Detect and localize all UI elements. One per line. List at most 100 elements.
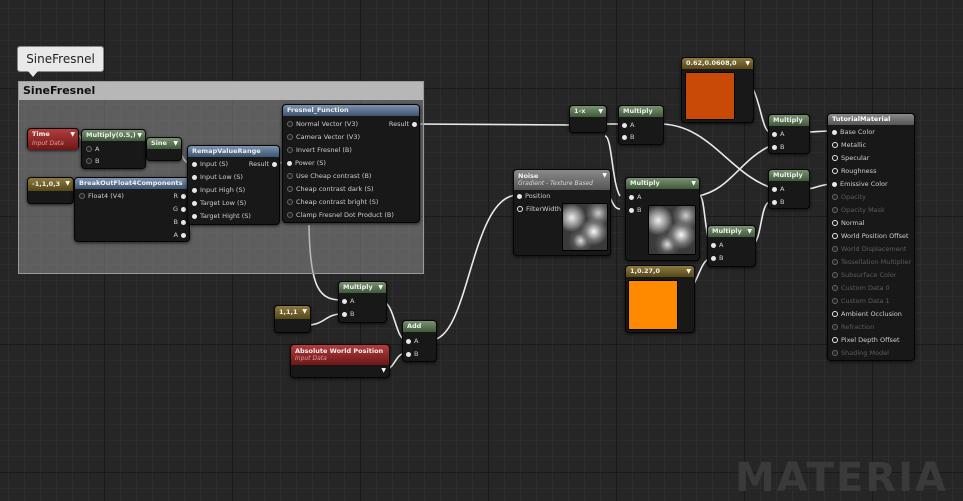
pin-clamp-fresnel[interactable]: Clamp Fresnel Dot Product (B) (287, 210, 394, 220)
pin-a[interactable]: A (711, 240, 723, 250)
collapse-chevron-icon[interactable]: ▼ (381, 367, 386, 374)
pin-b[interactable]: B (772, 142, 784, 152)
material-pin[interactable]: Ambient Occlusion (832, 309, 902, 319)
collapse-chevron-icon[interactable]: ▼ (745, 60, 750, 67)
collapse-chevron-icon[interactable]: ▼ (137, 132, 142, 139)
collapse-chevron-icon[interactable]: ▼ (747, 228, 752, 235)
material-pin[interactable]: Tessellation Multiplier (832, 257, 911, 267)
collapse-chevron-icon[interactable]: ▼ (598, 108, 603, 115)
pin-power[interactable]: Power (S) (287, 158, 326, 168)
pin-filter-width[interactable]: FilterWidth (517, 204, 561, 214)
material-pin[interactable]: Specular (832, 153, 869, 163)
pin-input[interactable]: Input (S) (192, 159, 228, 169)
pin-b[interactable]: B (772, 197, 784, 207)
material-pin[interactable]: Shading Model (832, 348, 889, 358)
pin-input-low[interactable]: Input Low (S) (192, 172, 243, 182)
material-pin[interactable]: Opacity Mask (832, 205, 885, 215)
constant3-node[interactable]: 1,1,1 ▼ (274, 305, 311, 333)
constant3-color-node-1[interactable]: 0.62,0.0608,0 ▼ (681, 57, 754, 123)
pin-b[interactable]: B (174, 217, 186, 227)
fresnel-title: Fresnel_Function (283, 105, 419, 116)
pin-dot-icon (287, 147, 293, 153)
pin-cheap-contrast-dark[interactable]: Cheap contrast dark (S) (287, 184, 374, 194)
pin-a[interactable]: A (406, 336, 418, 346)
pin-cheap-contrast-bright[interactable]: Cheap contrast bright (S) (287, 197, 378, 207)
time-node[interactable]: Time Input Data ▼ (27, 128, 79, 150)
pin-use-cheap-contrast[interactable]: Use Cheap contrast (B) (287, 171, 371, 181)
material-pin[interactable]: Base Color (832, 127, 875, 137)
constant4-node[interactable]: -1,1,0,3 ▼ (27, 177, 74, 204)
material-pin[interactable]: World Displacement (832, 244, 906, 254)
pin-camera-vector[interactable]: Camera Vector (V3) (287, 132, 360, 142)
material-pin[interactable]: Normal (832, 218, 865, 228)
sine-node[interactable]: Sine ▼ (146, 137, 182, 161)
material-pin-label: Pixel Depth Offset (841, 336, 900, 344)
pin-r[interactable]: R (173, 191, 186, 201)
pin-target-low[interactable]: Target Low (S) (192, 198, 246, 208)
material-pin[interactable]: Custom Data 0 (832, 283, 890, 293)
multiply-node-3[interactable]: Multiply A B (768, 169, 810, 209)
material-pin[interactable]: Pixel Depth Offset (832, 335, 900, 345)
pin-dot-icon (832, 194, 838, 200)
collapse-chevron-icon[interactable]: ▼ (686, 268, 691, 275)
pin-b[interactable]: B (711, 253, 723, 263)
fresnel-function-node[interactable]: Fresnel_Function Normal Vector (V3) Came… (282, 104, 420, 223)
material-pin[interactable]: World Position Offset (832, 231, 909, 241)
multiply-0.5-node[interactable]: Multiply(0.5,) ▼ A B (81, 129, 146, 169)
pin-a[interactable]: A (342, 296, 354, 306)
noise-node[interactable]: Noise Gradient - Texture Based ▼ Positio… (513, 169, 611, 256)
material-pin[interactable]: Roughness (832, 166, 876, 176)
pin-dot-icon (517, 193, 522, 199)
collapse-chevron-icon[interactable]: ▼ (70, 131, 75, 138)
material-pin-label: Roughness (841, 167, 877, 175)
collapse-chevron-icon[interactable]: ▼ (378, 284, 383, 291)
pin-dot-icon (832, 207, 838, 213)
pin-g[interactable]: G (173, 204, 186, 214)
pin-a[interactable]: A (629, 192, 641, 202)
material-pin[interactable]: Refraction (832, 322, 874, 332)
multiply-node-2[interactable]: Multiply A B (768, 114, 810, 154)
pin-result[interactable]: Result (389, 119, 417, 129)
material-pin[interactable]: Metallic (832, 140, 866, 150)
pin-target-high[interactable]: Target Hight (S) (192, 211, 251, 221)
pin-invert-fresnel[interactable]: Invert Fresnel (B) (287, 145, 352, 155)
time-node-title: Time (32, 130, 50, 138)
constant3-color-node-2[interactable]: 1,0.27,0 ▼ (625, 265, 695, 333)
pin-b[interactable]: B (86, 156, 99, 166)
collapse-chevron-icon[interactable]: ▼ (173, 140, 178, 147)
pin-input-high[interactable]: Input High (S) (192, 185, 245, 195)
pin-result[interactable]: Result (249, 159, 277, 169)
material-pin[interactable]: Opacity (832, 192, 866, 202)
pin-b[interactable]: B (629, 205, 641, 215)
material-pin[interactable]: Emissive Color (832, 179, 888, 189)
material-pin[interactable]: Subsurface Color (832, 270, 896, 280)
pin-position[interactable]: Position (517, 191, 550, 201)
multiply-node-4[interactable]: Multiply ▼ A B (625, 177, 700, 261)
pin-normal-vector[interactable]: Normal Vector (V3) (287, 119, 358, 129)
pin-b[interactable]: B (342, 309, 354, 319)
multiply-node-6[interactable]: Multiply ▼ A B (338, 281, 387, 323)
pin-a[interactable]: A (86, 144, 99, 154)
pin-a[interactable]: A (772, 129, 784, 139)
remap-value-range-node[interactable]: RemapValueRange Input (S) Input Low (S) … (187, 145, 280, 225)
pin-a[interactable]: A (174, 230, 186, 240)
absolute-world-position-node[interactable]: Absolute World Position Input Data ▼ (290, 344, 390, 378)
comment-title[interactable]: SineFresnel (19, 82, 423, 100)
multiply-node-5[interactable]: Multiply ▼ A B (707, 225, 756, 267)
material-pin[interactable]: Custom Data 1 (832, 296, 890, 306)
breakout-float4-node[interactable]: BreakOutFloat4Components Float4 (V4) R G… (74, 177, 190, 242)
pin-float4[interactable]: Float4 (V4) (79, 191, 124, 201)
pin-a[interactable]: A (772, 184, 784, 194)
multiply-node-1[interactable]: Multiply A B (618, 105, 664, 145)
pin-a[interactable]: A (622, 120, 634, 130)
collapse-chevron-icon[interactable]: ▼ (65, 180, 70, 187)
pin-b[interactable]: B (406, 349, 418, 359)
collapse-chevron-icon[interactable]: ▼ (602, 172, 607, 179)
one-minus-node[interactable]: 1-x ▼ (569, 105, 607, 133)
collapse-chevron-icon[interactable]: ▼ (691, 180, 696, 187)
pin-dot-icon (412, 121, 417, 127)
collapse-chevron-icon[interactable]: ▼ (302, 308, 307, 315)
pin-b[interactable]: B (622, 132, 634, 142)
add-node[interactable]: Add A B (402, 320, 437, 362)
